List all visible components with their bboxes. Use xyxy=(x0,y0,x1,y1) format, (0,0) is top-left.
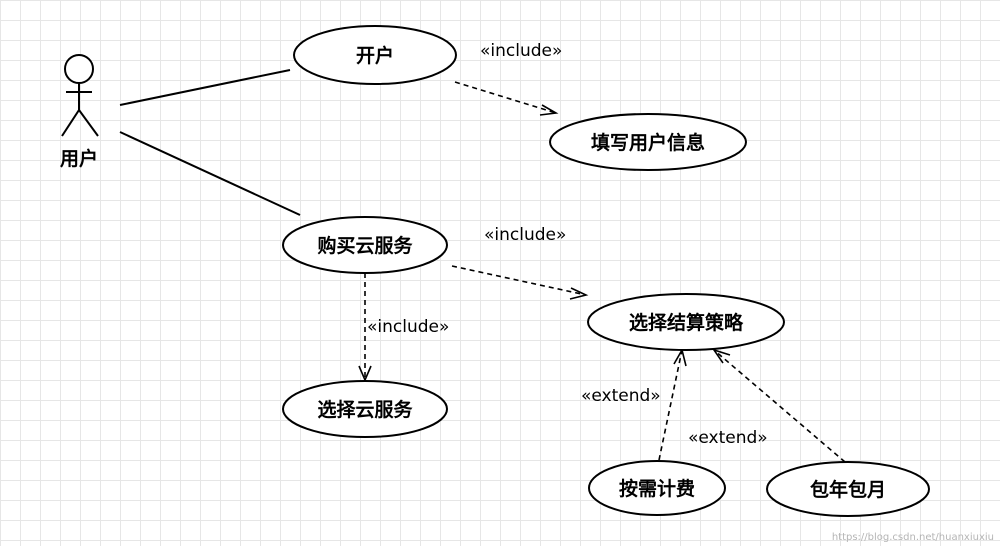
include-label-buy-choose: «include» xyxy=(367,317,449,337)
use-case-label: 选择云服务 xyxy=(317,398,413,421)
association-buy-cloud xyxy=(119,131,301,216)
use-case-buy-cloud: 购买云服务 xyxy=(282,216,448,274)
actor-head xyxy=(64,54,94,84)
extend-label-on-demand: «extend» xyxy=(581,386,661,406)
include-label-buy-billing: «include» xyxy=(484,225,566,245)
actor-right-leg xyxy=(78,109,99,137)
use-case-label: 购买云服务 xyxy=(317,234,413,257)
use-case-open-account: 开户 xyxy=(293,25,457,85)
extend-label-yearly: «extend» xyxy=(688,428,768,448)
use-case-fill-user-info: 填写用户信息 xyxy=(549,113,747,171)
association-open-account xyxy=(119,69,291,106)
use-case-label: 填写用户信息 xyxy=(591,131,705,154)
use-case-label: 包年包月 xyxy=(810,478,886,501)
use-case-label: 选择结算策略 xyxy=(629,311,744,334)
use-case-label: 开户 xyxy=(356,44,394,67)
use-case-choose-billing: 选择结算策略 xyxy=(587,293,785,351)
use-case-choose-cloud: 选择云服务 xyxy=(282,380,448,438)
actor-label: 用户 xyxy=(60,147,98,170)
extend-yearly xyxy=(712,348,846,463)
use-case-yearly-monthly: 包年包月 xyxy=(766,461,930,517)
include-buy-billing xyxy=(451,265,589,300)
include-open-fill xyxy=(454,81,559,116)
include-label-open: «include» xyxy=(480,41,562,61)
actor-user: 用户 xyxy=(60,54,99,170)
actor-left-leg xyxy=(61,109,80,137)
use-case-label: 按需计费 xyxy=(619,477,695,500)
extend-on-demand xyxy=(658,347,687,461)
use-case-on-demand: 按需计费 xyxy=(588,460,726,516)
watermark: https://blog.csdn.net/huanxiuxiu xyxy=(832,532,994,543)
